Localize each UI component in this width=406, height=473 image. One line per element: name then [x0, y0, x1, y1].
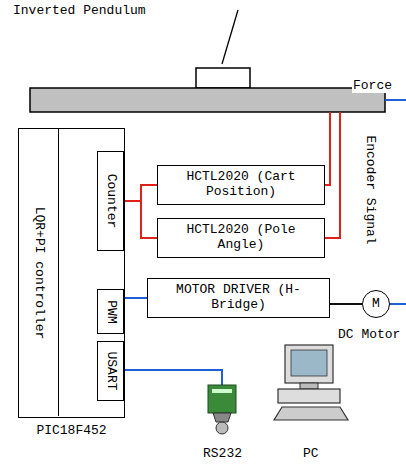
pc-case	[278, 389, 340, 403]
pwm-block: PWM	[97, 289, 124, 334]
part-name: RS232	[202, 446, 243, 461]
pc-keyboard	[274, 407, 348, 420]
motor-circle: M	[362, 290, 390, 318]
pc-stand	[300, 383, 318, 389]
pendulum-base	[196, 68, 250, 88]
signal-connector	[124, 297, 147, 299]
encoder-wire	[325, 112, 330, 185]
usart-block: USART	[97, 341, 124, 401]
counter-block: Counter	[97, 151, 124, 251]
pc-monitor	[285, 345, 333, 383]
pc-screen	[291, 350, 327, 376]
node-label: PIC18F452	[36, 423, 106, 438]
leader-line	[222, 10, 238, 64]
decoder-box: HCTL2020 (Pole Angle)	[157, 218, 325, 258]
signal-name: Force	[352, 78, 393, 93]
node-label: LQR+PI controller	[31, 206, 46, 339]
signal-connector	[124, 201, 157, 238]
signal-connector	[330, 303, 362, 305]
rs232-chip	[212, 389, 232, 393]
part-name: PC	[302, 446, 320, 461]
microcontroller-box: PIC18F452LQR+PI controllerCounterPWMUSAR…	[18, 128, 125, 418]
node-label: HCTL2020 (Pole Angle)	[164, 223, 318, 253]
driver-box: MOTOR DRIVER (H-Bridge)	[147, 278, 330, 318]
signal-name: Encoder Signal	[363, 134, 378, 245]
force-line	[385, 99, 406, 101]
node-label: M	[372, 297, 380, 312]
rs232-connector	[213, 413, 231, 422]
part-name: Inverted Pendulum	[12, 3, 147, 18]
decoder-box: HCTL2020 (Cart Position)	[157, 165, 325, 205]
part-name: DC Motor	[337, 327, 401, 342]
rs232-board	[208, 385, 236, 413]
node-label: USART	[103, 351, 118, 390]
cart-bar	[30, 88, 385, 112]
node-label: HCTL2020 (Cart Position)	[164, 170, 318, 200]
rs232-plug	[216, 422, 228, 434]
serial-wire	[125, 370, 222, 385]
signal-connector	[124, 185, 157, 201]
motor-shaft-line	[390, 303, 406, 305]
node-label: Counter	[103, 174, 118, 229]
node-label: PWM	[103, 300, 118, 323]
encoder-wire	[325, 112, 340, 238]
controller-block: LQR+PI controller	[19, 129, 59, 416]
node-label: MOTOR DRIVER (H-Bridge)	[154, 283, 323, 313]
